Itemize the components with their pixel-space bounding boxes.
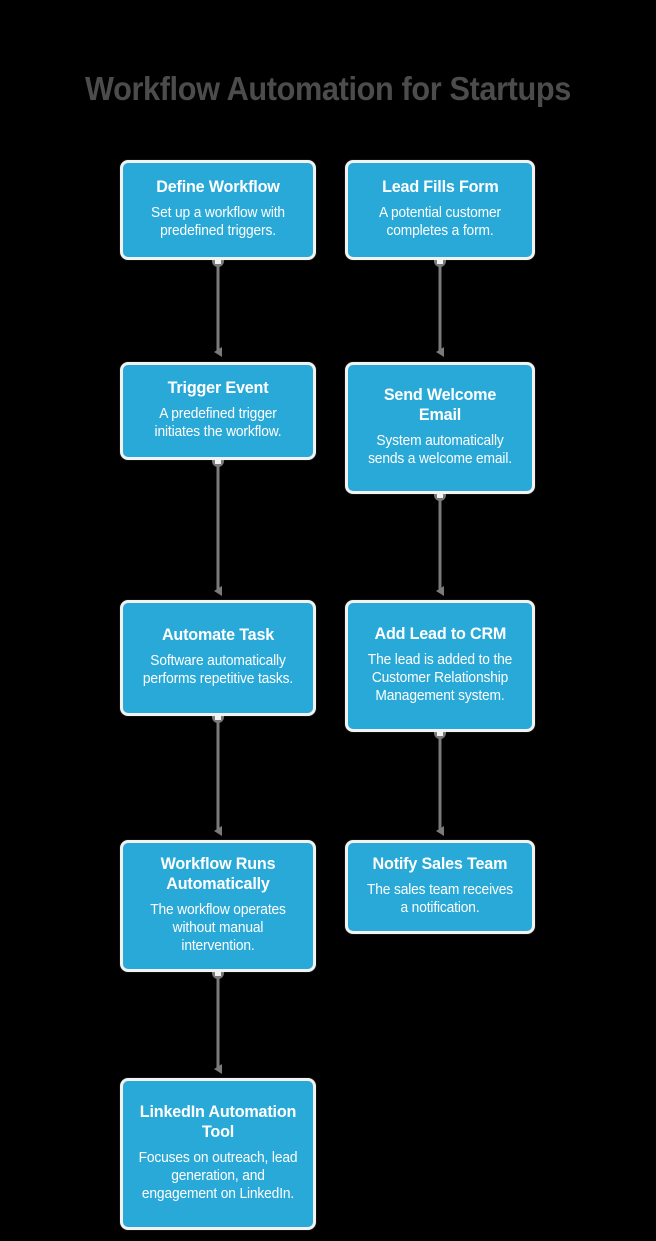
node-lead-fills-form[interactable]: Lead Fills Form A potential customer com… [345, 160, 535, 260]
node-description: Focuses on outreach, lead generation, an… [138, 1150, 298, 1203]
node-description: A potential customer completes a form. [379, 205, 501, 240]
node-send-welcome-email[interactable]: Send Welcome Email System automatically … [345, 362, 535, 494]
node-title: Notify Sales Team [372, 854, 508, 873]
node-description: Software automatically performs repetiti… [142, 653, 294, 688]
node-workflow-runs-automatically[interactable]: Workflow Runs Automatically The workflow… [120, 840, 316, 972]
node-title: Workflow Runs Automatically [160, 854, 276, 894]
node-trigger-event[interactable]: Trigger Event A predefined trigger initi… [120, 362, 316, 460]
node-linkedin-automation-tool[interactable]: LinkedIn Automation Tool Focuses on outr… [120, 1078, 316, 1230]
edge-workflow-runs-automatically-to-linkedin-automation-tool [212, 967, 224, 1074]
node-description: The lead is added to the Customer Relati… [367, 652, 513, 704]
node-description: The workflow operates without manual int… [150, 902, 286, 955]
node-automate-task[interactable]: Automate Task Software automatically per… [120, 600, 316, 716]
node-description: Set up a workflow with predefined trigge… [151, 205, 285, 240]
node-title: Trigger Event [167, 378, 269, 397]
node-title: LinkedIn Automation Tool [139, 1102, 297, 1142]
edge-send-welcome-email-to-add-lead-to-crm [434, 489, 446, 596]
node-define-workflow[interactable]: Define Workflow Set up a workflow with p… [120, 160, 316, 260]
node-title: Define Workflow [156, 177, 280, 196]
edge-add-lead-to-crm-to-notify-sales-team [434, 727, 446, 836]
node-description: System automatically sends a welcome ema… [368, 433, 512, 468]
node-description: The sales team receives a notification. [366, 882, 514, 917]
edge-lead-fills-form-to-send-welcome-email [434, 255, 446, 357]
node-title: Automate Task [161, 625, 275, 644]
edge-trigger-event-to-automate-task [212, 455, 224, 596]
node-notify-sales-team[interactable]: Notify Sales Team The sales team receive… [345, 840, 535, 934]
node-title: Lead Fills Form [381, 177, 499, 196]
node-description: A predefined trigger initiates the workf… [154, 406, 282, 441]
node-title: Send Welcome Email [383, 384, 497, 425]
node-add-lead-to-crm[interactable]: Add Lead to CRM The lead is added to the… [345, 600, 535, 732]
edge-automate-task-to-workflow-runs-automatically [212, 711, 224, 836]
page-title: Workflow Automation for Startups [85, 70, 571, 107]
node-title: Add Lead to CRM [374, 624, 506, 644]
edge-define-workflow-to-trigger-event [212, 255, 224, 357]
